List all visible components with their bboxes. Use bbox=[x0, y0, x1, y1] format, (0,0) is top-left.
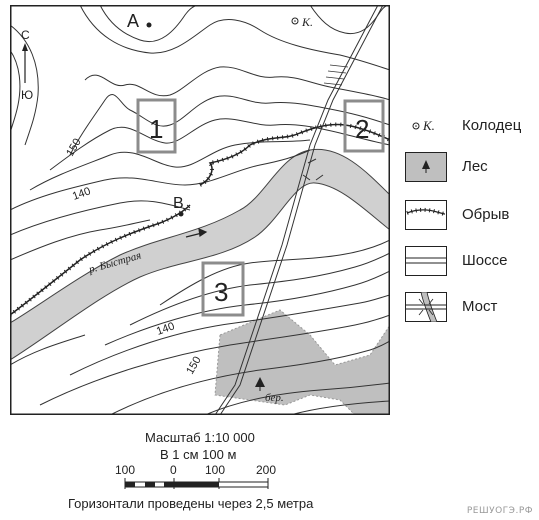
forest-area bbox=[214, 309, 390, 415]
cliff-south bbox=[10, 203, 192, 317]
bridge bbox=[302, 158, 324, 181]
svg-text:100: 100 bbox=[115, 463, 135, 477]
contour-lines-south bbox=[10, 239, 390, 415]
topographic-map: р. Быстрая бер. 150 140 140 150 А В К. С bbox=[10, 5, 390, 415]
svg-text:К.: К. bbox=[301, 15, 313, 29]
forest-legend-icon bbox=[405, 152, 447, 182]
cliff-legend-icon bbox=[405, 200, 447, 230]
svg-text:100: 100 bbox=[205, 463, 225, 477]
contour-label-150-north: 150 bbox=[64, 137, 84, 159]
watermark: РЕШУОГЭ.РФ bbox=[466, 506, 533, 516]
scale-bar: 100 0 100 200 bbox=[115, 463, 276, 489]
cliff-north bbox=[199, 122, 390, 187]
well-k: К. bbox=[291, 15, 313, 29]
svg-text:В: В bbox=[173, 195, 184, 212]
contour-lines bbox=[10, 5, 390, 261]
point-a: А bbox=[127, 11, 152, 31]
highway-legend-icon bbox=[405, 246, 447, 276]
legend-cliff-label: Обрыв bbox=[462, 206, 510, 223]
svg-text:К.: К. bbox=[422, 118, 435, 133]
svg-text:2: 2 bbox=[355, 114, 369, 144]
river-flow-arrow bbox=[185, 228, 208, 238]
point-b: В bbox=[173, 195, 184, 217]
legend-well-label: Колодец bbox=[462, 117, 522, 134]
scale-subtitle: В 1 см 100 м bbox=[160, 447, 237, 462]
river bbox=[10, 148, 390, 361]
contour-label-140-south: 140 bbox=[155, 320, 176, 338]
contour-label-150-south: 150 bbox=[184, 355, 204, 377]
svg-text:1: 1 bbox=[149, 114, 163, 144]
svg-text:С: С bbox=[21, 28, 30, 42]
legend-bridge-label: Мост bbox=[462, 298, 498, 315]
svg-text:А: А bbox=[127, 11, 139, 31]
svg-text:Ю: Ю bbox=[21, 88, 33, 102]
well-legend-icon: К. bbox=[412, 118, 435, 133]
tree-icon bbox=[255, 377, 265, 391]
square-2: 2 bbox=[343, 99, 385, 153]
svg-text:3: 3 bbox=[214, 277, 228, 307]
highway-ticks bbox=[323, 64, 349, 86]
square-3: 3 bbox=[201, 261, 245, 317]
svg-text:0: 0 bbox=[170, 463, 177, 477]
scale-title: Масштаб 1:10 000 bbox=[145, 430, 255, 445]
compass-icon: С Ю bbox=[21, 28, 33, 102]
contour-interval-note: Горизонтали проведены через 2,5 метра bbox=[68, 496, 314, 511]
map-frame bbox=[10, 5, 390, 415]
legend-highway-label: Шоссе bbox=[462, 252, 508, 269]
svg-text:200: 200 bbox=[256, 463, 276, 477]
contour-label-140-north: 140 bbox=[71, 185, 92, 203]
square-1: 1 bbox=[136, 98, 177, 154]
legend-forest-label: Лес bbox=[462, 158, 488, 175]
bridge-legend-icon bbox=[405, 292, 447, 322]
forest-label: бер. bbox=[265, 392, 284, 404]
